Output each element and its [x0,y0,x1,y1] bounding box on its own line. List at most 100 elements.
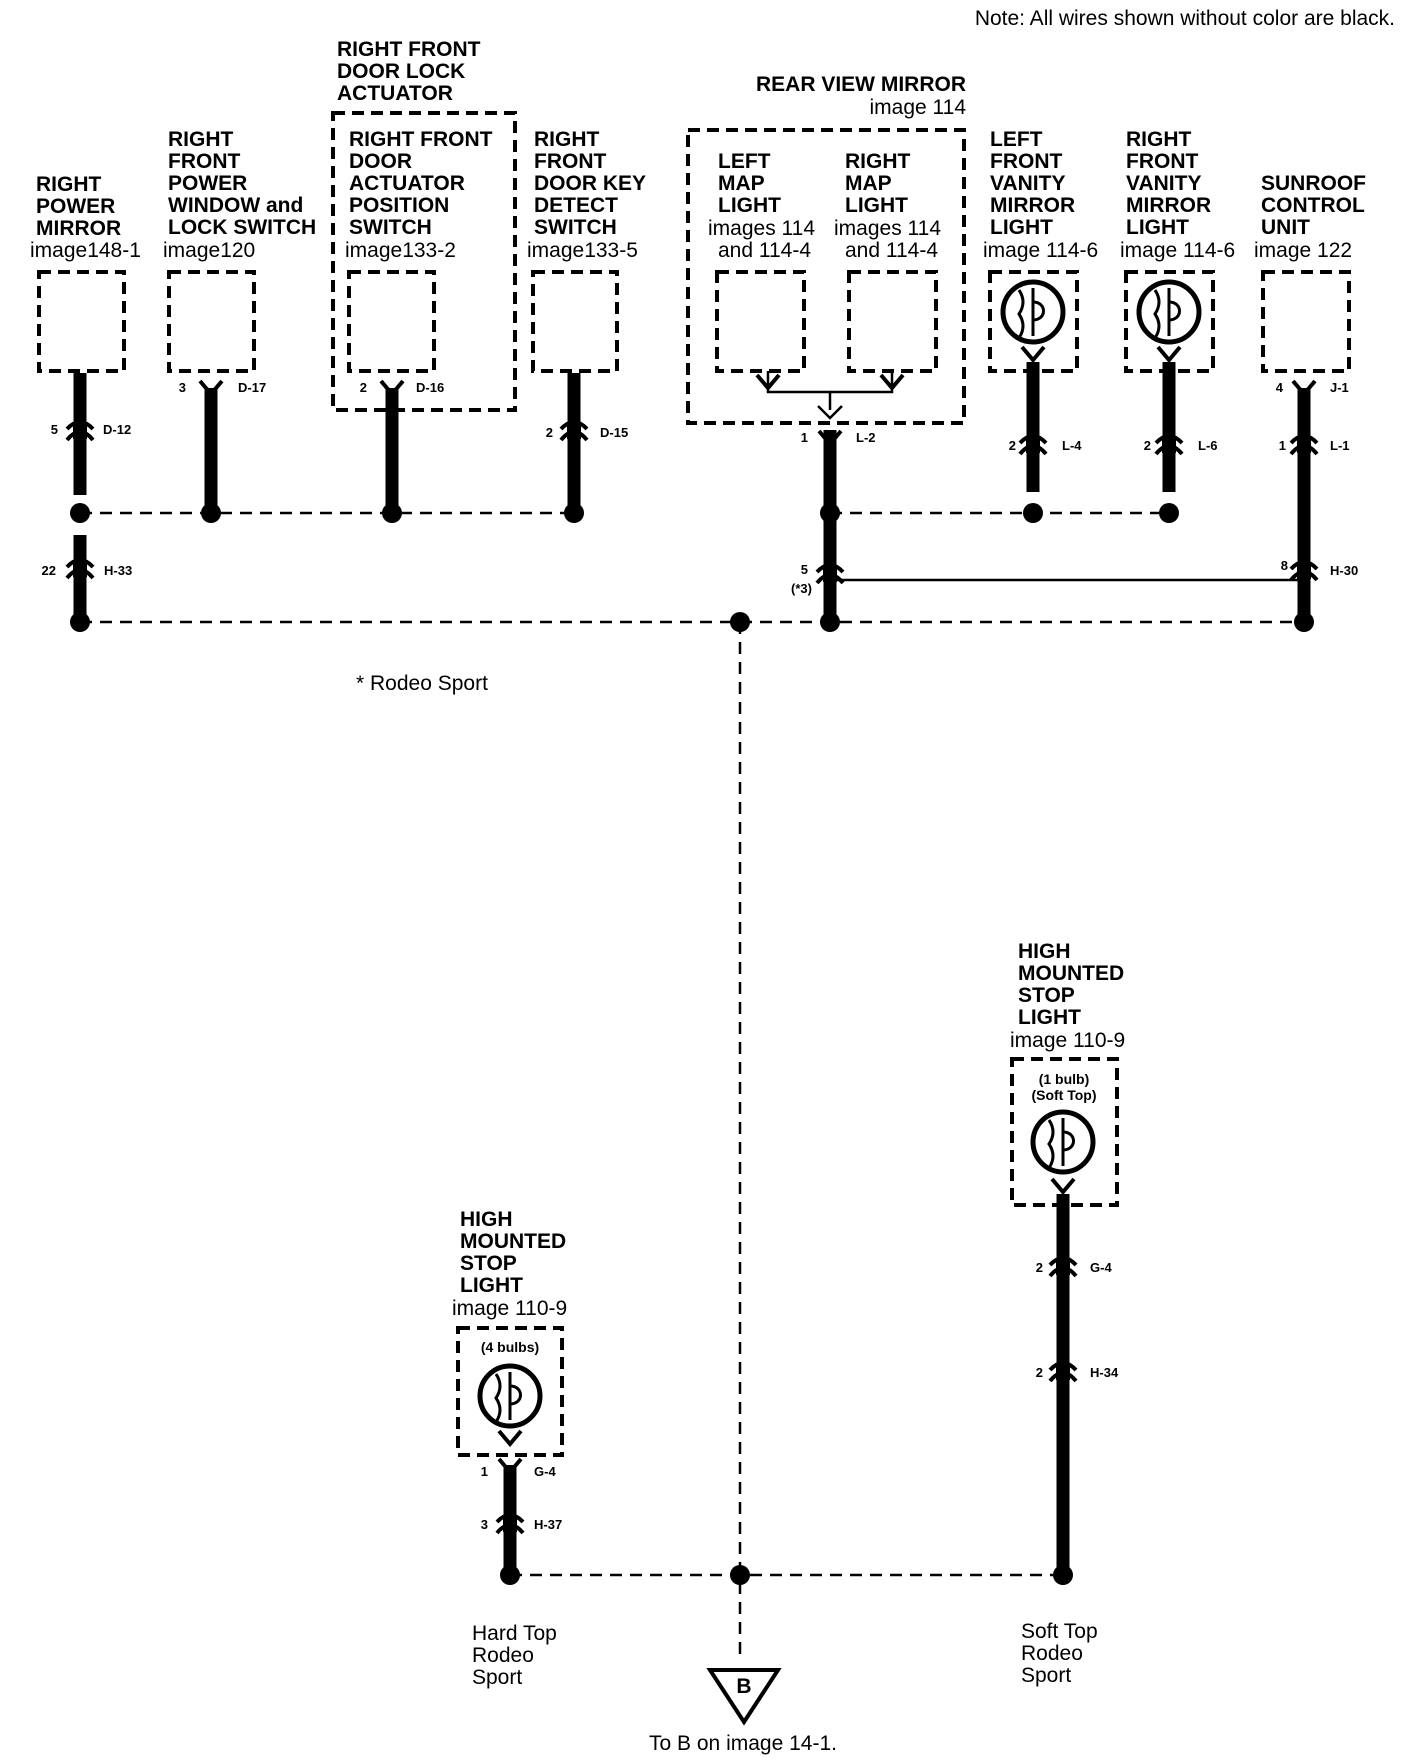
svg-text:image148-1: image148-1 [30,239,141,262]
l6-pin: 2 [1144,438,1151,453]
l4-pin: 2 [1009,438,1016,453]
svg-text:LIGHT: LIGHT [1126,216,1189,239]
d15-name: D-15 [600,425,628,440]
svg-text:VANITY: VANITY [990,172,1065,195]
l6-name: L-6 [1198,438,1218,453]
svg-text:RIGHT: RIGHT [36,173,102,196]
connector-g4-soft-icon [1048,1256,1078,1278]
svg-text:MAP: MAP [718,172,765,195]
svg-text:STOP: STOP [1018,984,1075,1007]
svg-text:LIGHT: LIGHT [990,216,1053,239]
svg-text:POWER: POWER [168,172,247,195]
left-vanity-label: LEFT FRONT VANITY MIRROR LIGHT image 114… [983,128,1098,262]
svg-text:VANITY: VANITY [1126,172,1201,195]
svg-text:DOOR LOCK: DOOR LOCK [337,60,465,83]
svg-text:DOOR KEY: DOOR KEY [534,172,646,195]
svg-text:image120: image120 [163,239,255,262]
svg-text:FRONT: FRONT [534,150,606,173]
l2-pin: 1 [801,430,808,445]
hard-top-variant-label: Hard Top Rodeo Sport [472,1622,557,1689]
door-lock-actuator-label: RIGHT FRONT DOOR LOCK ACTUATOR [337,38,481,105]
map-junction-arrow-icon [817,405,843,420]
svg-text:ACTUATOR: ACTUATOR [337,82,453,105]
h30-pin: 8 [1281,558,1288,573]
off-page-connector-icon [706,1668,782,1726]
h30-left-name: (*3) [791,581,812,596]
hmsl-soft-label: HIGH MOUNTED STOP LIGHT image 110-9 (1 b… [1010,940,1125,1103]
svg-text:MOUNTED: MOUNTED [460,1230,566,1253]
svg-text:DOOR: DOOR [349,150,412,173]
right-map-label: RIGHT MAP LIGHT images 114 and 114-4 [834,150,941,262]
left-map-lead [766,371,832,410]
svg-text:image 114: image 114 [869,96,966,119]
right-vanity-fork-icon [1156,345,1182,362]
hmsl-soft-bulb-icon [1033,1112,1093,1172]
svg-text:Soft Top: Soft Top [1021,1620,1098,1643]
svg-text:UNIT: UNIT [1261,216,1310,239]
right-vanity-bulb-icon [1139,282,1199,342]
svg-text:RIGHT: RIGHT [534,128,600,151]
svg-text:REAR VIEW MIRROR: REAR VIEW MIRROR [756,73,966,96]
power-mirror-box [37,270,126,373]
key-detect-label: RIGHT FRONT DOOR KEY DETECT SWITCH image… [527,128,646,262]
svg-text:LEFT: LEFT [718,150,771,173]
svg-text:Rodeo: Rodeo [472,1644,534,1667]
d12-pin: 5 [51,422,58,437]
svg-text:and 114-4: and 114-4 [718,239,811,262]
connector-l4-icon [1018,434,1048,456]
hmsl-hard-label: HIGH MOUNTED STOP LIGHT image 110-9 (4 b… [452,1208,567,1355]
svg-text:LOCK SWITCH: LOCK SWITCH [168,216,316,239]
svg-text:Rodeo: Rodeo [1021,1642,1083,1665]
svg-text:images 114: images 114 [708,217,815,240]
left-map-label: LEFT MAP LIGHT images 114 and 114-4 [708,150,815,262]
j1-pin: 4 [1276,380,1284,395]
rear-view-mirror-label: REAR VIEW MIRROR image 114 [756,73,966,119]
svg-text:image133-2: image133-2 [345,239,456,262]
d16-name: D-16 [416,380,444,395]
window-switch-box [167,270,256,373]
svg-text:image 114-6: image 114-6 [1120,239,1235,262]
left-vanity-bulb-icon [1003,282,1063,342]
connector-d16-icon [379,379,405,396]
g4-hard-pin: 1 [481,1464,488,1479]
svg-text:MAP: MAP [845,172,892,195]
connector-d12-icon [65,420,95,442]
svg-text:FRONT: FRONT [168,150,240,173]
hmsl-soft-fork-icon [1050,1177,1076,1194]
sunroof-box [1261,270,1351,373]
svg-text:POSITION: POSITION [349,194,449,217]
h30-name: H-30 [1330,563,1358,578]
connector-h34-icon [1048,1361,1078,1383]
d12-name: D-12 [103,422,131,437]
key-detect-box [531,270,619,373]
svg-text:STOP: STOP [460,1252,517,1275]
off-page-letter: B [736,1675,751,1698]
connector-d17-icon [198,379,224,396]
svg-text:DETECT: DETECT [534,194,618,217]
svg-text:image 110-9: image 110-9 [1010,1029,1125,1052]
j1-name: J-1 [1330,380,1349,395]
svg-text:RIGHT FRONT: RIGHT FRONT [337,38,481,61]
svg-text:MIRROR: MIRROR [990,194,1075,217]
l1-name: L-1 [1330,438,1350,453]
h33-pin: 22 [42,563,56,578]
actuator-switch-label: RIGHT FRONT DOOR ACTUATOR POSITION SWITC… [345,128,493,262]
d16-pin: 2 [360,380,367,395]
svg-text:POWER: POWER [36,195,115,218]
l4-name: L-4 [1062,438,1082,453]
d17-pin: 3 [179,380,186,395]
connector-l1-icon [1289,434,1319,456]
right-map-box [847,270,938,373]
svg-text:LIGHT: LIGHT [845,194,908,217]
hmsl-hard-bulb-icon [480,1366,540,1426]
svg-text:MIRROR: MIRROR [36,217,121,240]
hmsl-soft-box [1010,1057,1119,1207]
soft-top-variant-label: Soft Top Rodeo Sport [1021,1620,1098,1687]
connector-j1-icon [1291,379,1317,396]
connector-l6-icon [1154,434,1184,456]
splice-dots [70,503,1314,1585]
svg-text:image 110-9: image 110-9 [452,1297,567,1320]
svg-text:LIGHT: LIGHT [718,194,781,217]
h34-pin: 2 [1036,1365,1043,1380]
